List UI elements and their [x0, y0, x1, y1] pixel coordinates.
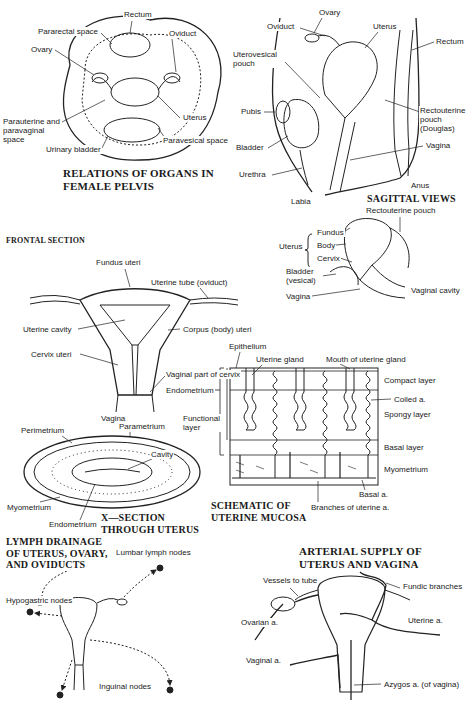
part-label: Hypogastric nodes: [5, 596, 73, 605]
part-label: Basal layer: [383, 443, 425, 452]
part-label: Pararectal space: [37, 27, 99, 36]
part-label: Vaginal cavity: [410, 286, 461, 295]
part-label: Ovarian a.: [240, 618, 279, 627]
section-title: SAGITTAL VIEWS: [366, 193, 457, 205]
part-label: Fundus: [316, 228, 345, 237]
part-label: Mouth of uterine gland: [325, 355, 407, 364]
part-label: Functional layer: [182, 414, 224, 432]
part-label: Ovary: [30, 45, 53, 54]
part-label: Lumbar lymph nodes: [115, 548, 192, 557]
part-label: Uterovesical pouch: [232, 50, 282, 68]
sagittal-figure: [264, 18, 434, 195]
part-label: Parametrium: [118, 422, 166, 431]
part-label: Ovary: [318, 8, 341, 17]
part-label: Endometrium: [48, 520, 98, 529]
part-label: Vessels to tube: [262, 576, 318, 585]
part-label: Labia: [290, 197, 312, 206]
part-label: Urethra: [238, 170, 267, 179]
part-label: Fundic branches: [402, 582, 463, 591]
part-label: Vaginal part of cervix: [165, 370, 241, 379]
part-label: Branches of uterine a.: [310, 503, 390, 512]
part-label: Fundus uteri: [95, 258, 141, 267]
part-label: Pubis: [240, 107, 262, 116]
part-label: Rectouterine pouch: [365, 206, 436, 215]
part-label: Cervix: [316, 254, 341, 263]
part-label: Bladder (vesical): [285, 267, 323, 285]
part-label: Anus: [410, 181, 430, 190]
section-title: ARTERIAL SUPPLY OF UTERUS AND VAGINA: [298, 545, 470, 570]
section-title: X—SECTION THROUGH UTERUS: [100, 512, 207, 535]
part-label: Cervix uteri: [30, 350, 72, 359]
part-label: Endometrium: [165, 386, 215, 395]
part-label: Perimetrium: [20, 426, 65, 435]
section-title: SCHEMATIC OF UTERINE MUCOSA: [210, 500, 308, 523]
part-label: Uterine cavity: [22, 325, 72, 334]
part-label: Spongy layer: [383, 410, 432, 419]
part-label: Vaginal a.: [245, 656, 282, 665]
section-title: LYMPH DRAINAGE OF UTERUS, OVARY, AND OVI…: [5, 536, 109, 571]
section-title: FRONTAL SECTION: [5, 236, 86, 245]
part-label: Inguinal nodes: [98, 682, 152, 691]
part-label: Uterus: [278, 242, 304, 251]
part-label: Azygos a. (of vagina): [383, 680, 460, 689]
part-label: Rectum: [435, 37, 465, 46]
part-label: Oviduct: [266, 22, 295, 31]
part-label: Bladder: [235, 143, 265, 152]
part-label: Epithelium: [228, 342, 267, 351]
section-title: RELATIONS OF ORGANS IN FEMALE PELVIS: [62, 167, 254, 192]
part-label: Urinary bladder: [45, 145, 102, 154]
part-label: Parauterine and paravaginal space: [2, 117, 62, 145]
lymph-figure: [27, 560, 173, 698]
part-label: Vagina: [425, 141, 451, 150]
part-label: Uterine tube (oviduct): [150, 278, 228, 287]
part-label: Coiled a.: [393, 395, 427, 404]
part-label: Compact layer: [383, 376, 437, 385]
part-label: Uterine a.: [407, 616, 444, 625]
part-label: Corpus (body) uteri: [182, 325, 252, 334]
part-label: Rectouterine pouch (Douglas): [419, 106, 471, 134]
part-label: Uterine gland: [255, 355, 305, 364]
part-label: Basal a.: [358, 490, 389, 499]
frontal-section-figure: [30, 269, 238, 412]
part-label: Rectum: [123, 10, 153, 19]
part-label: Myometrium: [6, 503, 52, 512]
part-label: Paravesical space: [162, 136, 229, 145]
uterus-sagittal-figure: [305, 217, 409, 298]
part-label: Uterus: [372, 22, 398, 31]
part-label: Body: [316, 241, 336, 250]
part-label: Uterus: [182, 113, 208, 122]
part-label: Vagina: [285, 292, 311, 301]
part-label: Cavity: [150, 450, 174, 459]
part-label: Oviduct: [168, 29, 197, 38]
part-label: Myometrium: [383, 465, 429, 474]
